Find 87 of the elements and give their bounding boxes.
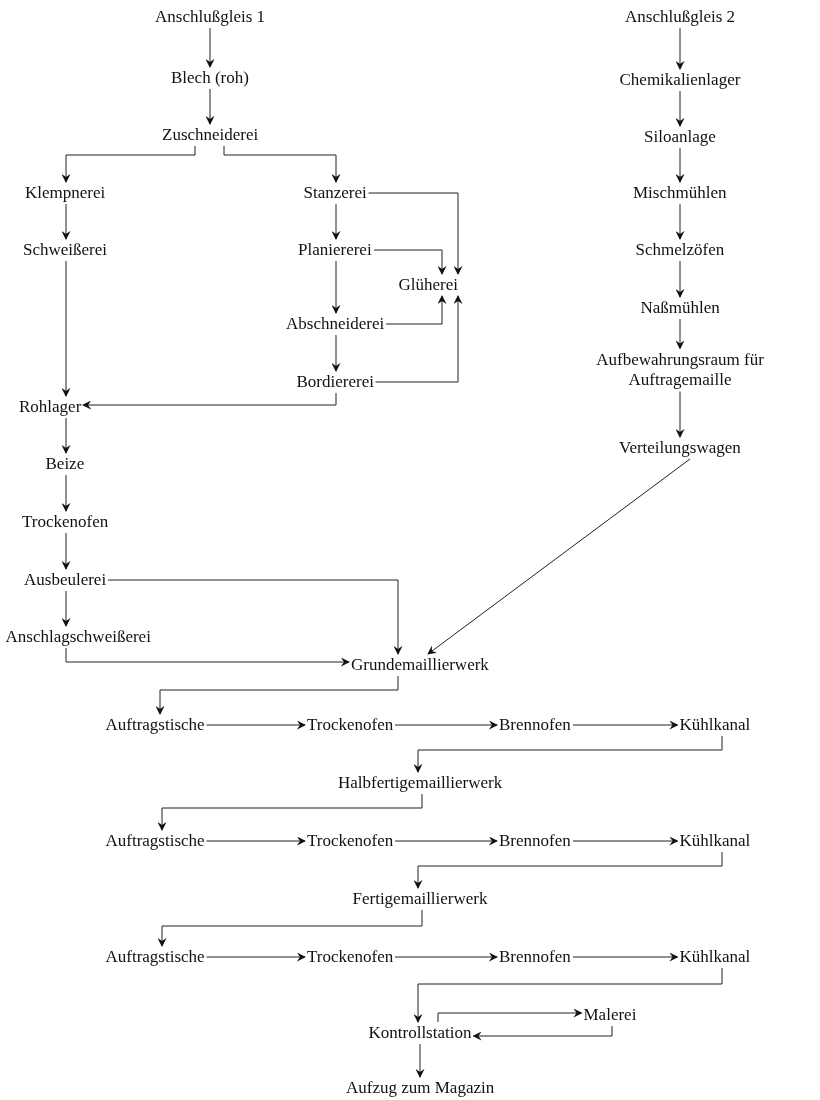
arrow — [675, 203, 685, 240]
arrow — [437, 1008, 583, 1023]
process-label: Kontrollstation — [366, 1022, 474, 1045]
process-label: Halbfertigemaillierwerk — [336, 772, 505, 795]
arrow — [675, 260, 685, 298]
process-label: Kühlkanal — [677, 946, 753, 969]
process-label: Auftragstische — [103, 714, 207, 737]
process-label: Grundemaillierwerk — [349, 654, 491, 677]
process-label: Klempnerei — [23, 182, 108, 205]
process-label: Bordiererei — [294, 371, 376, 394]
arrow — [331, 203, 341, 240]
arrow — [415, 1043, 425, 1078]
process-label: Brennofen — [497, 830, 573, 853]
process-label: Trockenofen — [305, 946, 396, 969]
process-label: Trockenofen — [20, 511, 111, 534]
process-label: Chemikalienlager — [617, 69, 743, 92]
process-label: Verteilungswagen — [617, 437, 743, 460]
process-label: Beize — [43, 453, 87, 476]
arrow — [413, 967, 723, 1023]
arrow — [368, 192, 463, 275]
arrow — [373, 249, 447, 275]
process-label: Auftragstische — [103, 946, 207, 969]
process-label: Trockenofen — [305, 714, 396, 737]
arrow — [61, 145, 196, 183]
arrow — [157, 793, 423, 831]
process-label: Stanzerei — [301, 182, 369, 205]
arrow — [206, 720, 306, 730]
arrow — [675, 318, 685, 350]
arrow — [61, 474, 71, 512]
process-label: Fertigemaillierwerk — [350, 888, 490, 911]
arrow — [427, 458, 691, 655]
arrow — [61, 417, 71, 454]
process-label: Trockenofen — [305, 830, 396, 853]
process-label: Kühlkanal — [677, 830, 753, 853]
process-label: Mischmühlen — [631, 182, 729, 205]
arrow — [572, 720, 679, 730]
arrow — [61, 590, 71, 627]
process-label: Zuschneiderei — [160, 124, 261, 147]
arrow — [375, 295, 463, 383]
arrow — [155, 675, 399, 715]
process-label: Malerei — [581, 1004, 639, 1027]
arrow — [61, 532, 71, 570]
arrow — [675, 147, 685, 183]
process-label: Blech (roh) — [169, 67, 251, 90]
arrow — [394, 720, 498, 730]
process-label: Glüherei — [396, 274, 460, 297]
process-label: Aufbewahrungsraum für Auftragemaille — [588, 348, 772, 392]
process-label: Ausbeulerei — [22, 569, 109, 592]
arrow — [205, 27, 215, 68]
arrow — [61, 260, 71, 397]
process-label: Naßmühlen — [638, 297, 722, 320]
arrow — [82, 392, 337, 410]
process-label: Brennofen — [497, 714, 573, 737]
process-label: Rohlager — [17, 396, 84, 419]
process-label: Kühlkanal — [677, 714, 753, 737]
arrow — [205, 88, 215, 125]
arrow — [572, 836, 679, 846]
process-label: Anschlagschweißerei — [3, 626, 153, 649]
process-label: Anschlußgleis 1 — [153, 6, 268, 29]
process-label: Schweißerei — [21, 239, 110, 262]
arrow — [61, 203, 71, 240]
arrow — [385, 295, 447, 325]
process-label: Brennofen — [497, 946, 573, 969]
arrow — [572, 952, 679, 962]
arrow — [206, 836, 306, 846]
arrow — [394, 836, 498, 846]
arrow — [65, 647, 350, 667]
arrow — [331, 260, 341, 314]
arrow — [413, 735, 723, 773]
arrow — [472, 1025, 613, 1041]
arrow — [675, 27, 685, 70]
process-label: Auftragstische — [103, 830, 207, 853]
arrow — [107, 579, 403, 655]
process-label: Planiererei — [296, 239, 374, 262]
process-label: Siloanlage — [642, 126, 718, 149]
arrow — [206, 952, 306, 962]
arrow — [331, 334, 341, 372]
arrow — [394, 952, 498, 962]
process-label: Aufzug zum Magazin — [344, 1077, 497, 1100]
arrow — [157, 909, 423, 947]
arrow — [675, 90, 685, 127]
process-label: Schmelzöfen — [633, 239, 727, 262]
arrow — [223, 145, 341, 183]
arrow — [413, 851, 723, 889]
process-label: Anschlußgleis 2 — [623, 6, 738, 29]
arrow — [675, 391, 685, 438]
process-label: Abschneiderei — [284, 313, 387, 336]
